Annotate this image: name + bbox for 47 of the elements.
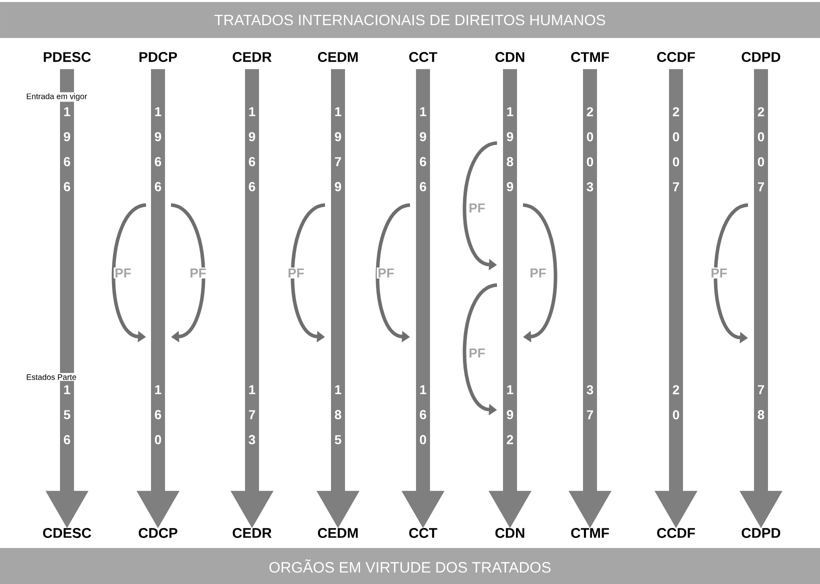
committee-name: CCDF xyxy=(657,528,695,538)
committee-name: CTMF xyxy=(571,528,609,538)
treaty-name: PDESC xyxy=(44,52,91,62)
pf-label: PF xyxy=(710,268,728,278)
year-digits: 2007 xyxy=(672,107,680,192)
pf-label: PF xyxy=(114,268,132,278)
pf-label: PF xyxy=(376,268,396,278)
committee-name: CDESC xyxy=(43,528,92,538)
year-digits: 1966 xyxy=(64,107,70,192)
year-digits: 2003 xyxy=(586,107,594,192)
year-digits: 1989 xyxy=(506,107,514,192)
pf-label: PF xyxy=(468,348,486,358)
treaty-name: CDPD xyxy=(742,52,780,62)
treaty-name: CCDF xyxy=(657,52,695,62)
count-digits: 160 xyxy=(154,385,162,444)
year-digits: 1966 xyxy=(420,107,426,192)
treaty-name: CCT xyxy=(409,52,438,62)
pf-label: PF xyxy=(468,202,486,214)
count-digits: 192 xyxy=(506,385,514,444)
committee-name: CEDR xyxy=(232,528,272,538)
treaty-name: CTMF xyxy=(571,52,609,62)
committee-name: CDPD xyxy=(742,528,780,538)
year-digits: 1966 xyxy=(248,107,256,192)
committee-name: CEDM xyxy=(318,528,358,538)
treaty-name: CEDM xyxy=(318,52,358,62)
pf-label: PF xyxy=(286,268,306,278)
count-digits: 185 xyxy=(334,385,342,444)
treaty-name: CEDR xyxy=(232,52,272,62)
count-digits: 37 xyxy=(586,385,594,420)
count-digits: 173 xyxy=(248,385,256,444)
title-band: ORGÃOS EM VIRTUDE DOS TRATADOS xyxy=(0,548,820,584)
count-digits: 78 xyxy=(758,385,764,420)
pf-label: PF xyxy=(528,268,548,278)
year-digits: 2007 xyxy=(758,107,764,192)
committee-name: CDCP xyxy=(138,528,178,538)
treaty-name: PDCP xyxy=(140,52,177,62)
count-digits: 156 xyxy=(64,385,70,444)
treaty-name: CDN xyxy=(495,52,524,62)
caption-text: Estados Parte xyxy=(25,373,78,381)
year-digits: 1966 xyxy=(154,107,162,192)
title-band: TRATADOS INTERNACIONAIS DE DIREITOS HUMANOS xyxy=(0,2,820,38)
count-digits: 20 xyxy=(672,385,680,420)
count-digits: 160 xyxy=(420,385,426,444)
committee-name: CDN xyxy=(495,528,524,538)
committee-name: CCT xyxy=(409,528,438,538)
pf-label: PF xyxy=(188,268,208,278)
year-digits: 1979 xyxy=(334,107,342,192)
